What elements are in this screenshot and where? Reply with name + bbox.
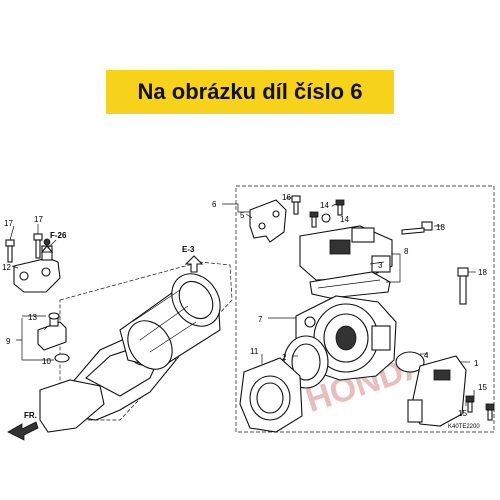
screw-14-a — [335, 199, 345, 216]
assembly-6-frame — [235, 185, 495, 433]
bolt-18-mid — [457, 267, 469, 305]
bolt-17-right — [33, 233, 43, 259]
callout-9: 9 — [6, 337, 11, 346]
washer-10 — [54, 353, 70, 363]
banner-text: Na obrázku díl číslo 6 — [137, 79, 363, 104]
callout-12: 12 — [2, 263, 11, 272]
ref-e3: E-3 — [182, 245, 195, 254]
callout-1: 1 — [474, 359, 479, 368]
bolt-18-top — [401, 221, 433, 235]
diagram-code: K40TE2200 — [448, 424, 480, 430]
part-number-banner: Na obrázku díl číslo 6 — [106, 70, 394, 114]
callout-15-left: 15 — [458, 409, 467, 418]
screw-14-b — [309, 211, 319, 228]
callout-3: 3 — [378, 261, 383, 270]
callout-13: 13 — [28, 313, 37, 322]
callout-14-top: 14 — [320, 201, 329, 210]
callout-17-left: 17 — [4, 219, 13, 228]
bolt-16 — [291, 195, 301, 215]
bolt-17-left — [5, 239, 15, 263]
callout-14-mid: 14 — [340, 215, 349, 224]
adaptor-11 — [239, 357, 303, 433]
sensor-unit-3 — [299, 225, 393, 281]
callout-2: 2 — [282, 353, 287, 362]
e3-arrow — [184, 255, 204, 273]
callout-16: 16 — [282, 193, 291, 202]
callout-8: 8 — [404, 247, 409, 256]
sensor-9 — [37, 317, 67, 351]
washer-14 — [321, 213, 331, 223]
callout-5: 5 — [240, 211, 245, 220]
callout-17-right: 17 — [34, 215, 43, 224]
callout-10: 10 — [42, 357, 51, 366]
rubber-insulator — [119, 273, 221, 370]
front-label: FR. — [24, 411, 37, 420]
o-ring-4 — [395, 351, 425, 373]
callout-11: 11 — [250, 347, 259, 356]
front-arrow — [7, 421, 39, 441]
bracket-5 — [249, 199, 287, 243]
callout-18-top: 18 — [436, 223, 445, 232]
sensor-1 — [407, 355, 467, 427]
screw-15-b — [485, 403, 495, 421]
callout-15-right: 15 — [478, 383, 487, 392]
callout-18-mid: 18 — [478, 268, 487, 277]
callout-4: 4 — [424, 351, 429, 360]
callout-6: 6 — [212, 200, 217, 209]
callout-7: 7 — [258, 315, 263, 324]
o-ring-13 — [48, 312, 60, 320]
throttle-body-7 — [295, 295, 397, 381]
screw-15-a — [465, 395, 475, 413]
ref-f26: F-26 — [50, 231, 67, 240]
gasket-8 — [309, 271, 391, 299]
sensor-bracket-12 — [13, 238, 61, 293]
f26-arrow — [40, 245, 54, 253]
